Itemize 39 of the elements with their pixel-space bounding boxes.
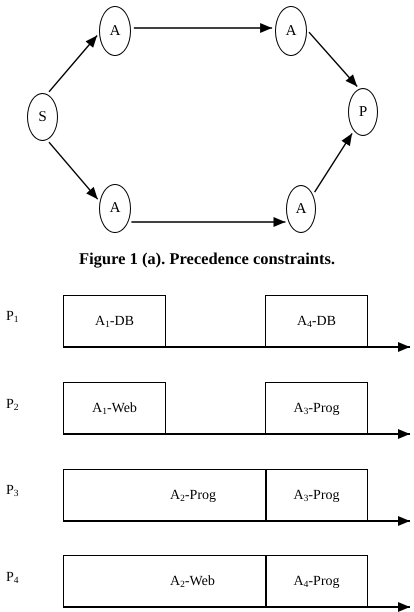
processor-label: P$_{4}$ <box>6 570 19 586</box>
graph-node <box>275 6 307 56</box>
processor-label: P$_{3}$ <box>6 483 19 498</box>
task-bar <box>63 295 166 348</box>
arrow <box>308 32 358 87</box>
task-label: A$_{2}$-Web <box>170 574 215 590</box>
arrow <box>131 217 286 227</box>
node-label: P <box>358 104 368 120</box>
task-bar <box>63 555 266 608</box>
task-bar <box>265 469 368 522</box>
task-label: A$_{3}$-Prog <box>293 488 340 504</box>
task-label: A$_{4}$-DB <box>296 314 336 330</box>
task-label: A$_{1}$-DB <box>94 314 134 330</box>
figure-caption: Figure 1 (a). Precedence constraints. <box>79 249 335 268</box>
processor-label: P$_{2}$ <box>6 397 19 412</box>
node-label: A <box>110 22 120 40</box>
processor-label: P$_{1}$ <box>6 309 19 324</box>
graph-node <box>99 6 131 56</box>
arrow <box>48 35 98 92</box>
task-bar <box>265 555 368 608</box>
task-bar <box>63 382 166 435</box>
arrow <box>48 142 98 200</box>
task-label: A$_{1}$-Web <box>92 400 137 416</box>
graph-node <box>348 88 378 136</box>
graph-node <box>286 185 316 233</box>
node-label: A <box>296 200 306 218</box>
task-label: A$_{2}$-Prog <box>170 488 216 504</box>
node-label: A <box>286 22 296 40</box>
node-label: A <box>110 200 120 217</box>
arrow <box>314 133 353 192</box>
task-bar <box>265 295 368 348</box>
task-bar <box>63 469 266 522</box>
arrow <box>134 23 272 33</box>
graph-node <box>27 93 58 141</box>
task-label: A$_{4}$-Prog <box>293 574 340 590</box>
node-label: S <box>38 108 47 126</box>
graph-node <box>99 184 131 233</box>
task-bar <box>265 382 368 435</box>
task-label: A$_{3}$-Prog <box>293 400 340 416</box>
